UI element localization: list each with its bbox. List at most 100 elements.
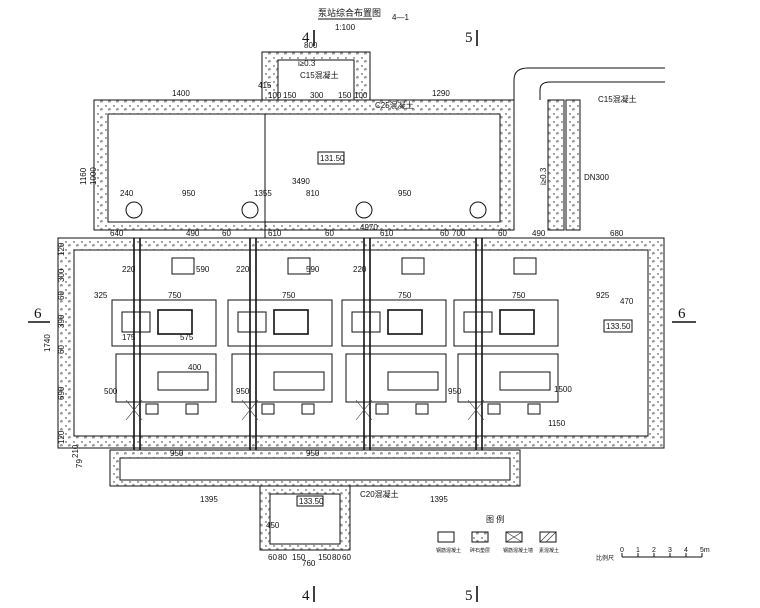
scale-tick-label: 5m [700,547,710,554]
slope-label-top: i≥0.3 [298,59,316,68]
dimension-label: 150 [318,553,332,562]
dimension-label: 415 [258,81,272,90]
dimension-label: 450 [266,521,280,530]
dimension-label: 60 [222,229,231,238]
scale-tick-label: 4 [684,547,688,554]
dimension-label: 810 [306,189,320,198]
dimension-label: 700 [452,229,466,238]
dimension-label: 1290 [432,89,450,98]
dimension-label: 575 [180,333,194,342]
dimension-label: 80 [332,553,341,562]
dimension-label: 950 [236,387,250,396]
dimension-label: 120 [57,430,66,444]
section-mark-6-left: 6 [34,306,42,322]
legend-item-4: 素混凝土 [539,547,559,554]
scale-tick-label: 3 [668,547,672,554]
dimension-label: 210 [71,444,80,458]
dimension-label: 750 [512,291,526,300]
dimension-label: 60 [342,553,351,562]
dimension-label: 1160 [79,167,88,185]
scale-tick-label: 1 [636,547,640,554]
inlet-openings [125,201,487,219]
legend-item-3: 钢筋混凝土墙 [503,547,533,554]
dimension-label: 390 [57,314,66,328]
dimension-label: 100 [354,91,368,100]
scale-tick-label: 2 [652,547,656,554]
dimension-label: 120 [57,242,66,256]
c20-label: C20混凝土 [360,489,399,499]
drawing-title: 泵站综合布置图 [318,7,381,18]
pump-unit-1 [111,238,217,455]
dimension-label: 300 [57,268,66,282]
pump-units [111,238,559,455]
dimension-label: 220 [122,265,136,274]
dimension-label: 220 [236,265,250,274]
dimension-label: 300 [310,91,324,100]
dimension-label: 60 [440,229,449,238]
dimension-label: 950 [170,449,184,458]
dimension-label: 60 [268,553,277,562]
dimension-label: 1395 [200,495,218,504]
dimension-label: 60 [498,229,507,238]
dimension-label: 1400 [172,89,190,98]
pump-unit-2 [227,238,333,455]
section-mark-5-bottom: 5 [465,588,473,604]
dimension-label: 490 [186,229,200,238]
legend-title: 图 例 [486,514,504,524]
elevation-133-sump: 133.50 [299,497,324,506]
dimension-label: 220 [353,265,367,274]
c25-label: C25混凝土 [375,100,414,110]
dimension-label: 750 [168,291,182,300]
dimension-label: 60 [57,345,66,354]
pump-unit-3 [341,238,447,455]
dimension-label: 490 [532,229,546,238]
scale-text: 1:100 [335,23,356,32]
dimension-label: 4970 [360,223,378,232]
dimension-label: 100 [268,91,282,100]
legend [437,531,557,543]
scale-bar-label: 比例尺 [596,554,614,562]
dimension-label: 950 [306,449,320,458]
dimension-label: 150 [283,91,297,100]
dimension-label: 150 [338,91,352,100]
dimension-label: 680 [610,229,624,238]
c15-label-inlet: C15混凝土 [300,70,339,80]
pipe-dn-label: DN300 [584,173,609,182]
section-mark-5-top: 5 [465,30,473,46]
dimension-label: 925 [596,291,610,300]
dimension-label: 60 [57,291,66,300]
section-mark-6-right: 6 [678,306,686,322]
dimension-label: 150 [292,553,306,562]
dimension-label: 1355 [254,189,272,198]
elevation-131: 131.50 [320,154,345,163]
section-ref: 4—1 [392,13,409,22]
dimension-label: 590 [196,265,210,274]
dimension-label: 79 [75,459,84,468]
section-mark-4-bottom: 4 [302,588,310,604]
dimension-label: 470 [620,297,634,306]
dimension-label: 690 [57,386,66,400]
dimension-label: 610 [380,229,394,238]
outlet-pipe [513,67,665,231]
dimension-label: 240 [120,189,134,198]
section-mark-4-top: 4 [302,30,310,46]
dimension-label: 1500 [554,385,572,394]
elevation-133-right: 133.50 [606,322,631,331]
dimension-label: 610 [268,229,282,238]
dimension-label: 950 [398,189,412,198]
dimension-label: 640 [110,229,124,238]
pipe-slope-label: i≥0.3 [539,167,548,185]
dimension-label: 950 [182,189,196,198]
dimension-label: 750 [398,291,412,300]
dimension-label: 760 [302,559,316,568]
dimension-label: 325 [94,291,108,300]
dimension-label: 400 [188,363,202,372]
legend-item-2: 碎石垫层 [470,547,490,554]
dimension-label: 800 [304,41,318,50]
c15-label-right: C15混凝土 [598,94,637,104]
dimension-label: 500 [104,387,118,396]
dimension-label: 1150 [548,419,566,428]
dimension-label: 590 [306,265,320,274]
